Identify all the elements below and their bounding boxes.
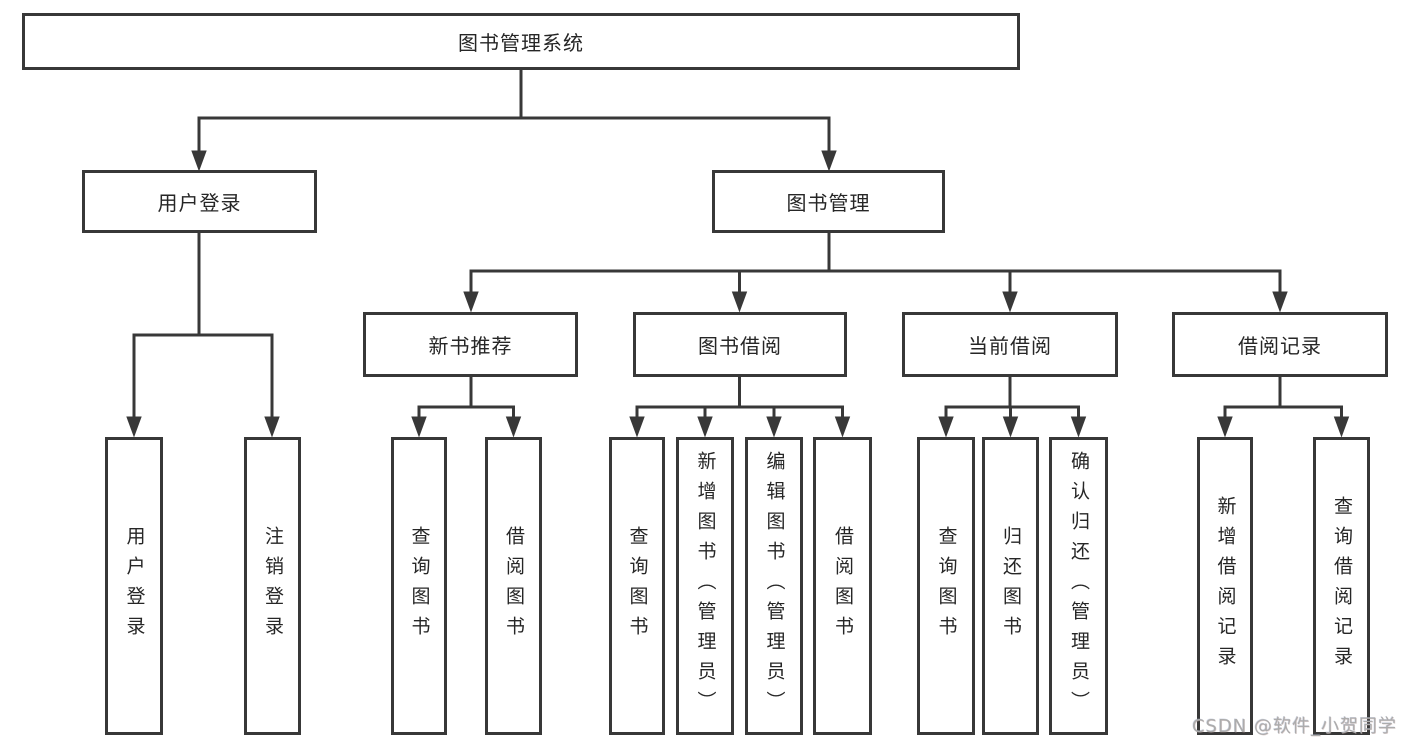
edge-root-to-level2: [191, 70, 837, 172]
node-label: 当前借阅: [968, 334, 1052, 358]
leaf-return-book: 归还图书: [982, 437, 1039, 735]
csdn-watermark: CSDN @软件_小贺同学: [1191, 716, 1397, 737]
node-label: 新书推荐: [428, 334, 513, 358]
node-label: 新增借阅记录: [1214, 496, 1237, 676]
leaf-borrow-books-recommend: 借阅图书: [485, 437, 542, 735]
node-label: 图书借阅: [698, 334, 782, 358]
node-book-management: 图书管理: [712, 170, 945, 233]
node-label: 查询图书: [935, 526, 958, 646]
leaf-logout: 注销登录: [244, 437, 301, 735]
leaf-add-borrow-record: 新增借阅记录: [1197, 437, 1253, 735]
node-label: 查询图书: [408, 526, 431, 646]
node-current-borrow: 当前借阅: [902, 312, 1118, 377]
node-label: 确认归还（管理员）: [1068, 451, 1090, 721]
edge-borrow-records-to-leaves: [1217, 377, 1350, 438]
edge-user-login-to-leaves: [126, 233, 280, 438]
node-new-book-recommend: 新书推荐: [363, 312, 578, 377]
node-label: 图书管理: [786, 191, 871, 215]
node-label: 用户登录: [157, 191, 242, 215]
leaf-query-borrow-record: 查询借阅记录: [1313, 437, 1370, 735]
edge-new-book-recommend-to-leaves: [411, 377, 522, 438]
leaf-query-books-current: 查询图书: [917, 437, 975, 735]
leaf-add-book-admin: 新增图书（管理员）: [676, 437, 734, 735]
leaf-confirm-return-admin: 确认归还（管理员）: [1049, 437, 1108, 735]
node-book-borrow: 图书借阅: [633, 312, 847, 377]
node-label: 注销登录: [262, 526, 284, 646]
node-label: 查询图书: [626, 526, 649, 646]
leaf-edit-book-admin: 编辑图书（管理员）: [745, 437, 803, 735]
leaf-borrow-books: 借阅图书: [813, 437, 872, 735]
node-label: 用户登录: [123, 526, 146, 646]
node-label: 编辑图书（管理员）: [763, 451, 786, 721]
leaf-query-books-borrow: 查询图书: [609, 437, 665, 735]
leaf-query-books-recommend: 查询图书: [391, 437, 447, 735]
node-label: 图书管理系统: [458, 31, 584, 55]
edge-book-borrow-to-leaves: [629, 377, 851, 438]
node-root: 图书管理系统: [22, 13, 1020, 70]
node-label: 新增图书（管理员）: [694, 451, 717, 721]
node-borrow-records: 借阅记录: [1172, 312, 1388, 377]
leaf-user-login: 用户登录: [105, 437, 163, 735]
node-user-login: 用户登录: [82, 170, 317, 233]
node-label: 查询借阅记录: [1331, 496, 1353, 676]
node-label: 借阅记录: [1238, 334, 1322, 358]
edge-book-management-to-level3: [463, 233, 1288, 313]
edge-current-borrow-to-leaves: [938, 377, 1087, 438]
node-label: 归还图书: [1000, 526, 1022, 646]
node-label: 借阅图书: [832, 526, 854, 646]
node-label: 借阅图书: [503, 526, 525, 646]
